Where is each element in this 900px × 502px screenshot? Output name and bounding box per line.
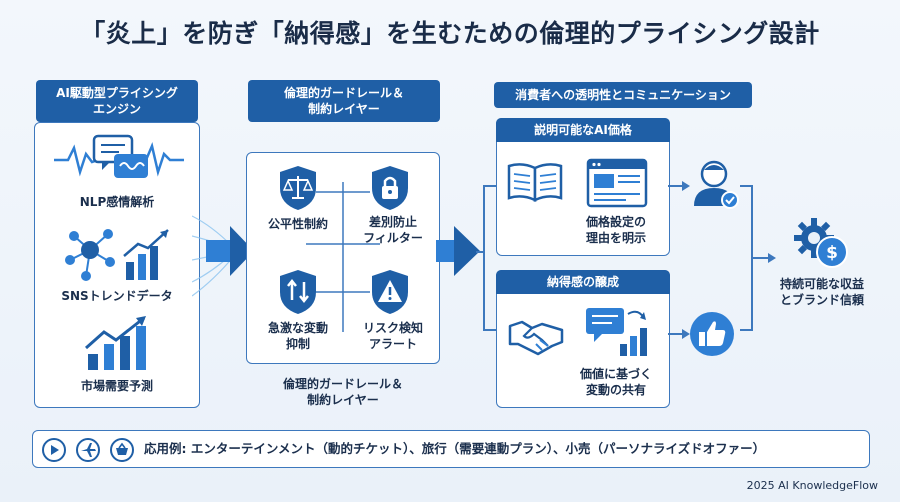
svg-text:$: $	[826, 243, 838, 263]
flow-arrow-2	[436, 226, 480, 276]
explainable-label-line2: 理由を明示	[585, 231, 646, 246]
outcome-label: 持続可能な収益 とブランド信頼	[766, 276, 878, 308]
guardrail-item-volatility: 急激な変動 抑制	[254, 320, 342, 352]
guardrail-item-risk-line2: アラート	[368, 337, 417, 352]
acceptance-title: 納得感の醸成	[496, 270, 670, 294]
shopping-basket-icon	[110, 438, 134, 462]
guardrail-item-fairness: 公平性制約	[267, 217, 328, 231]
explainable-label-line1: 価格設定の	[585, 215, 646, 229]
footer-credit: 2025 AI KnowledgeFlow	[746, 479, 878, 492]
guardrail-caption-line2: 制約レイヤー	[307, 393, 379, 408]
engine-header-line2: エンジン	[92, 102, 141, 116]
handshake-icon	[508, 320, 564, 356]
airplane-icon	[76, 438, 100, 462]
examples-bar	[32, 430, 870, 468]
guardrail-header: 倫理的ガードレール＆ 制約レイヤー	[248, 80, 440, 122]
chat-wave-icon	[54, 134, 184, 178]
book-icon	[507, 163, 563, 202]
examples-label: 応用例: エンターテインメント（動的チケット）、旅行（需要連動プラン）、小売（パ…	[144, 441, 766, 456]
guardrail-item-risk: リスク検知 アラート	[348, 320, 438, 352]
arrow-to-user	[668, 181, 690, 191]
scales-shield-icon	[280, 166, 316, 210]
guardrail-caption-line1: 倫理的ガードレール＆	[282, 377, 403, 391]
arrows-shield-icon	[280, 270, 316, 314]
guardrail-caption: 倫理的ガードレール＆ 制約レイヤー	[246, 376, 440, 408]
webpage-icon	[586, 158, 648, 208]
converge-arrows	[740, 185, 776, 331]
guardrail-item-antidiscrimination-line2: フィルター	[363, 231, 423, 246]
play-icon	[42, 438, 66, 462]
guardrail-header-line2: 制約レイヤー	[308, 102, 380, 116]
guardrail-item-volatility-line2: 抑制	[285, 337, 310, 352]
guardrail-item-risk-line1: リスク検知	[362, 321, 423, 335]
flow-arrow-1	[192, 215, 254, 297]
acceptance-label-line2: 変動の共有	[585, 383, 646, 398]
communication-header: 消費者への透明性とコミュニケーション	[494, 82, 752, 108]
guardrail-connectors	[306, 182, 380, 332]
outcome-label-line2: とブランド信頼	[779, 293, 864, 308]
engine-header: AI駆動型プライシング エンジン	[36, 80, 198, 122]
acceptance-label-line1: 価値に基づく	[579, 367, 652, 381]
page-title: 「炎上」を防ぎ「納得感」を生むための倫理的プライシング設計	[80, 19, 820, 48]
chat-chart-icon	[586, 308, 647, 356]
engine-header-line1: AI駆動型プライシング	[56, 85, 178, 100]
explainable-label: 価格設定の 理由を明示	[566, 214, 666, 246]
lock-shield-icon	[372, 166, 408, 210]
engine-item-nlp: NLP感情解析	[79, 195, 155, 209]
network-chart-icon	[65, 229, 169, 281]
engine-item-sns: SNSトレンドデータ	[61, 289, 173, 303]
user-check-icon	[694, 160, 739, 209]
growth-chart-icon	[85, 316, 146, 370]
guardrail-item-antidiscrimination: 差別防止 フィルター	[348, 214, 438, 246]
acceptance-label: 価値に基づく 変動の共有	[566, 366, 666, 398]
guardrail-item-antidiscrimination-line1: 差別防止	[368, 215, 417, 229]
gear-dollar-icon: $	[794, 218, 848, 268]
guardrail-header-line1: 倫理的ガードレール＆	[283, 85, 404, 100]
thumbs-up-icon	[690, 312, 734, 356]
engine-item-demand: 市場需要予測	[80, 379, 153, 393]
arrow-to-thumb	[668, 329, 690, 339]
outcome-label-line1: 持続可能な収益	[779, 277, 864, 291]
guardrail-item-volatility-line1: 急激な変動	[267, 321, 328, 335]
warning-shield-icon	[372, 270, 408, 314]
explainable-title: 説明可能なAI価格	[496, 118, 670, 142]
